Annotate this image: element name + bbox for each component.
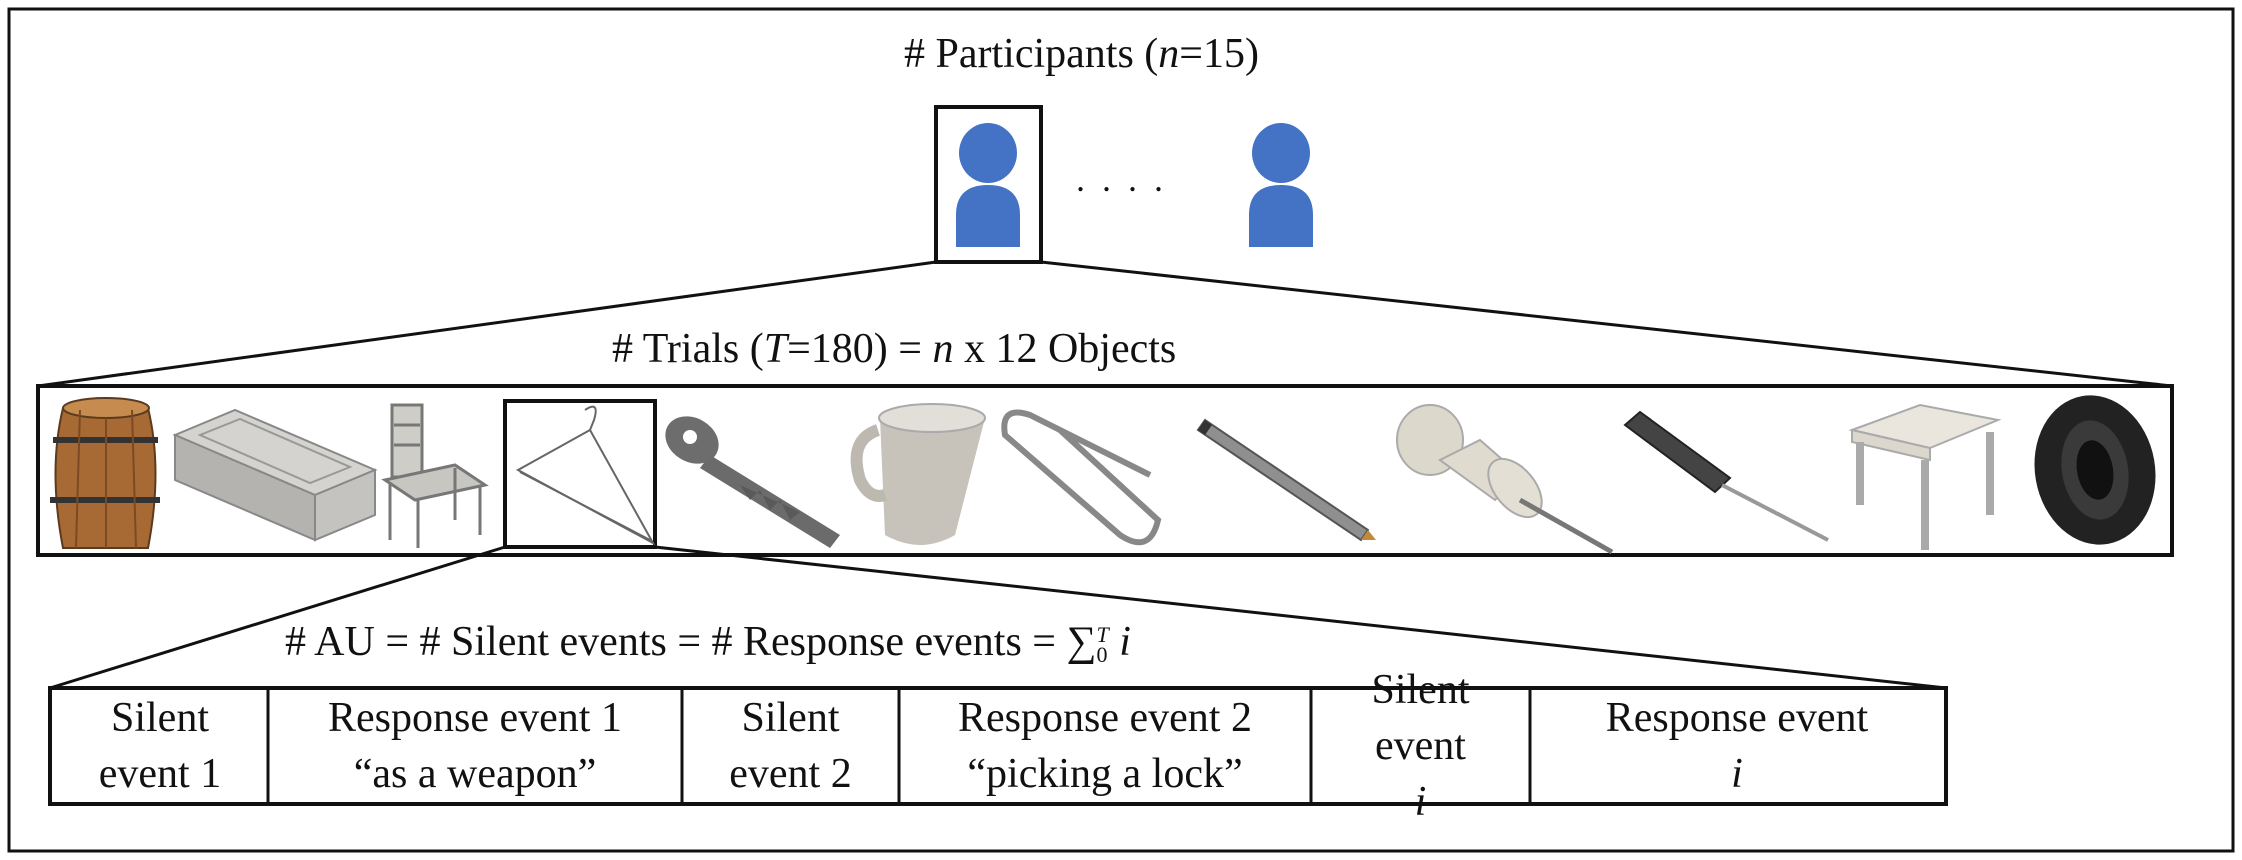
zoom-line-right [1040, 260, 2173, 388]
paperclip-icon [1001, 409, 1162, 546]
participant-highlight-box [934, 105, 1043, 264]
ellipsis: . . . . [1076, 159, 1167, 199]
outer-frame [7, 7, 2235, 853]
zoom-line-left-2 [49, 545, 506, 690]
event-cell-response-1: Response event 1“as a weapon” [328, 695, 622, 797]
brick-icon [172, 408, 378, 542]
tire-icon [2034, 395, 2156, 545]
trials-title: # Trials (T=180) = n x 12 Objects [612, 326, 1177, 372]
barrel-icon [50, 397, 160, 549]
mug-icon [850, 403, 986, 545]
events-formula: # AU = # Silent events = # Response even… [285, 619, 1131, 668]
key-icon [665, 416, 840, 548]
sum-symbol: ∑ [1066, 619, 1097, 665]
chair-icon [381, 403, 489, 548]
selected-object-box [503, 399, 657, 549]
event-cell-response-i: Response event i [1605, 695, 1869, 797]
participants-title: # Participants (n=15) [904, 31, 1259, 77]
objects-strip [36, 384, 2174, 557]
screwdriver-icon [1623, 410, 1829, 542]
table-icon [1848, 403, 2002, 550]
events-table [48, 686, 1948, 806]
hanger-icon [515, 405, 656, 546]
pencil-icon [1196, 418, 1376, 542]
event-cell-response-2: Response event 2“picking a lock” [958, 695, 1252, 797]
person-icon [1249, 123, 1313, 247]
zoom-line-right-2 [654, 545, 1947, 690]
person-icon [956, 123, 1020, 247]
zoom-line-left [37, 260, 937, 388]
pushpin-icon [1396, 404, 1614, 555]
